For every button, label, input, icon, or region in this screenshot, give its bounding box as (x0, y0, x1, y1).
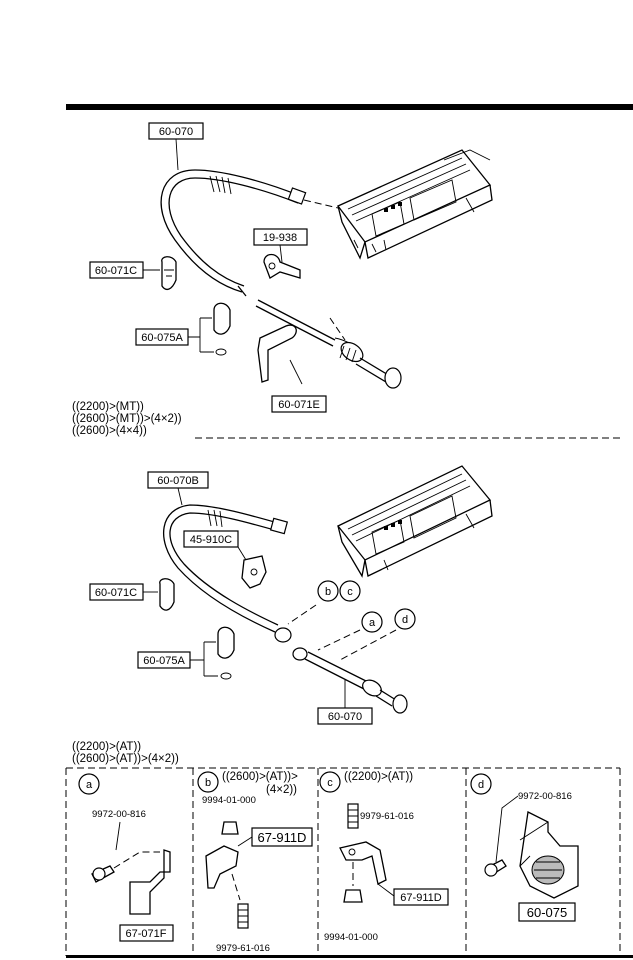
header-bar (66, 104, 633, 110)
detail-c-letter: c (327, 777, 333, 789)
detail-b-letter: b (205, 777, 211, 789)
callout-b: b (325, 586, 331, 598)
label-60-071c-upper: 60-071C (95, 265, 137, 277)
detail-d-bolt: 9972-00-816 (518, 791, 572, 802)
callout-a: a (369, 617, 376, 629)
upper-section: 19-938 60-071C 60-075A 60-071E (72, 122, 620, 439)
label-45-910c: 45-910C (190, 534, 232, 546)
label-60-070b: 60-070B (157, 475, 199, 487)
detail-b-heading-1: ((2600)>(AT))> (222, 771, 298, 783)
detail-c: c ((2200)>(AT)) 9979-61-016 67-911D 9994… (319, 771, 449, 943)
clip-60-075a-lower: 60-075A (137, 626, 235, 680)
label-60-070-lower: 60-070 (328, 711, 362, 723)
label-19-938: 19-938 (263, 232, 297, 244)
upper-note-3: ((2600)>(4×4)) (72, 425, 147, 437)
label-60-075a-lower: 60-075A (143, 655, 185, 667)
upper-note-1: ((2200)>(MT)) (72, 401, 144, 413)
clip-60-071c-upper: 60-071C (89, 256, 177, 291)
detail-c-bolt: 9979-61-016 (360, 811, 414, 822)
speedometer-cable-upper (160, 169, 339, 297)
label-60-071c-lower: 60-071C (95, 587, 137, 599)
upper-note-2: ((2600)>(MT))>(4×2)) (72, 413, 182, 425)
detail-a-bracket: 67-071F (126, 928, 167, 940)
callouts: b c a d (287, 580, 416, 661)
instrument-cluster-upper (336, 149, 493, 260)
detail-c-nut: 9994-01-000 (324, 932, 378, 943)
callout-d: d (402, 614, 408, 626)
label-60-070-upper: 60-070 (159, 126, 193, 138)
detail-a-letter: a (86, 779, 93, 791)
detail-b: b ((2600)>(AT))> (4×2)) 9994-01-000 67-9… (197, 771, 313, 954)
detail-a-bolt: 9972-00-816 (92, 809, 146, 820)
clamp-19-938: 19-938 (253, 228, 308, 279)
clip-60-071c-lower: 60-071C (89, 578, 175, 611)
detail-d: d 9972-00-816 60-075 (470, 773, 579, 922)
detail-a: a 9972-00-816 67-071F (78, 773, 174, 942)
part-45-910c: 45-910C (183, 530, 267, 589)
callout-c: c (347, 586, 353, 598)
speedometer-cable-lower: 60-070B (147, 471, 292, 643)
detail-panels: a 9972-00-816 67-071F b ((2600)>(AT))> (… (65, 767, 633, 958)
detail-b-nut: 9994-01-000 (202, 795, 256, 806)
detail-b-bracket: 67-911D (258, 830, 307, 845)
label-60-075a-upper: 60-075A (141, 332, 183, 344)
detail-b-bolt: 9979-61-016 (216, 943, 270, 954)
cable-label-upper: 60-070 (148, 122, 204, 171)
lower-note-2: ((2600)>(AT))>(4×2)) (72, 753, 179, 765)
lower-note-1: ((2200)>(AT)) (72, 741, 141, 753)
detail-d-letter: d (478, 779, 484, 791)
label-60-071e: 60-071E (278, 399, 320, 411)
detail-c-heading: ((2200)>(AT)) (344, 771, 413, 783)
detail-c-bracket: 67-911D (400, 892, 441, 904)
upper-notes: ((2200)>(MT)) ((2600)>(MT))>(4×2)) ((260… (72, 401, 182, 437)
instrument-cluster-lower (336, 465, 493, 578)
lower-section: 60-070B 45-910C 60-071C 60-075A (72, 465, 493, 765)
cable-housing-upper (255, 299, 402, 389)
detail-b-heading-2: (4×2)) (266, 784, 297, 796)
lower-notes: ((2200)>(AT)) ((2600)>(AT))>(4×2)) (72, 741, 179, 765)
cable-housing-lower: 60-070 (292, 647, 408, 725)
clip-60-075a-upper: 60-075A (135, 302, 231, 356)
detail-d-part: 60-075 (527, 905, 567, 920)
bracket-60-071e: 60-071E (257, 324, 327, 413)
